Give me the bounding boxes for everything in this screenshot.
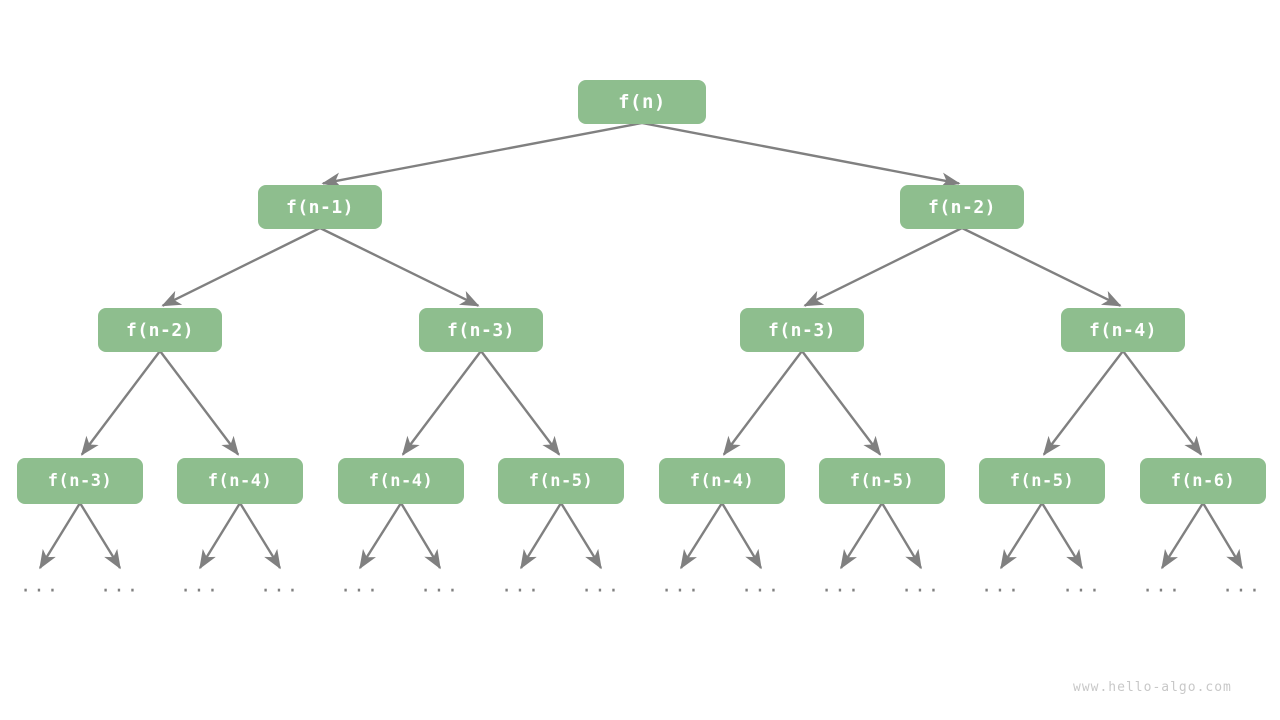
tree-node-n0: f(n) [578, 80, 706, 124]
watermark: www.hello-algo.com [1073, 680, 1232, 695]
tree-edge [161, 226, 321, 307]
tree-leaf-stub-edge [38, 502, 82, 570]
tree-leaf-stub-edge [1040, 502, 1084, 570]
tree-leaf-stub-edge [839, 502, 884, 570]
tree-edge [1122, 350, 1203, 456]
tree-leaf-stub-edge [519, 502, 563, 570]
tree-node-label: f(n-4) [1088, 319, 1158, 341]
tree-edge [641, 121, 961, 188]
ellipsis-marker: ... [1141, 574, 1183, 597]
ellipsis-marker: ... [980, 574, 1022, 597]
tree-edge [319, 226, 480, 307]
tree-edge [1042, 350, 1124, 456]
tree-node-label: f(n-3) [767, 319, 837, 341]
ellipsis-marker: ... [1221, 574, 1263, 597]
ellipsis-marker: ... [820, 574, 862, 597]
tree-node-n12: f(n-5) [819, 458, 945, 504]
tree-node-n5: f(n-3) [740, 308, 864, 352]
tree-node-label: f(n-2) [125, 319, 195, 341]
tree-node-n6: f(n-4) [1061, 308, 1185, 352]
tree-node-label: f(n-2) [927, 196, 997, 218]
tree-leaf-stub-edge [999, 502, 1044, 570]
tree-leaf-stub-edge [78, 502, 122, 570]
ellipsis-marker: ... [1061, 574, 1103, 597]
ellipsis-marker: ... [500, 574, 542, 597]
tree-leaf-stub-edge [1201, 502, 1244, 570]
tree-node-n13: f(n-5) [979, 458, 1105, 504]
tree-leaf-stub-edge [399, 502, 442, 570]
ellipsis-marker: ... [19, 574, 61, 597]
tree-node-label: f(n) [618, 91, 666, 113]
ellipsis-marker: ... [99, 574, 141, 597]
tree-node-n4: f(n-3) [419, 308, 543, 352]
tree-leaf-stub-edge [720, 502, 763, 570]
tree-node-label: f(n-3) [446, 319, 516, 341]
tree-node-n9: f(n-4) [338, 458, 464, 504]
ellipsis-marker: ... [419, 574, 461, 597]
tree-leaf-stub-edges [38, 502, 1244, 570]
tree-node-n11: f(n-4) [659, 458, 785, 504]
ellipsis-marker: ... [740, 574, 782, 597]
tree-leaf-stub-edge [358, 502, 403, 570]
tree-node-label: f(n-6) [1170, 471, 1236, 491]
ellipsis-marker: ... [339, 574, 381, 597]
tree-edge [803, 226, 963, 307]
tree-leaf-stub-edge [559, 502, 603, 570]
tree-leaf-stub-edge [198, 502, 242, 570]
tree-edge [722, 350, 803, 456]
tree-node-n10: f(n-5) [498, 458, 624, 504]
tree-node-label: f(n-4) [689, 471, 755, 491]
tree-leaf-stub-edge [880, 502, 923, 570]
tree-node-label: f(n-5) [1009, 471, 1075, 491]
tree-node-n1: f(n-1) [258, 185, 382, 229]
tree-node-n3: f(n-2) [98, 308, 222, 352]
tree-edge [480, 350, 561, 456]
tree-leaf-stub-edge [1160, 502, 1205, 570]
tree-edge [321, 121, 643, 188]
tree-node-n8: f(n-4) [177, 458, 303, 504]
tree-node-label: f(n-3) [47, 471, 113, 491]
tree-edge [801, 350, 882, 456]
tree-node-n7: f(n-3) [17, 458, 143, 504]
tree-edges [80, 121, 1203, 456]
tree-node-label: f(n-5) [849, 471, 915, 491]
tree-node-label: f(n-5) [528, 471, 594, 491]
tree-edge [401, 350, 482, 456]
tree-node-n14: f(n-6) [1140, 458, 1266, 504]
tree-edge [961, 226, 1122, 307]
ellipsis-marker: ... [660, 574, 702, 597]
ellipsis-marker: ... [179, 574, 221, 597]
ellipsis-marker: ... [900, 574, 942, 597]
tree-node-label: f(n-4) [207, 471, 273, 491]
ellipsis-marker: ... [259, 574, 301, 597]
tree-node-label: f(n-4) [368, 471, 434, 491]
ellipsis-marker: ... [580, 574, 622, 597]
tree-node-n2: f(n-2) [900, 185, 1024, 229]
tree-edge [159, 350, 240, 456]
tree-leaf-stub-edge [238, 502, 282, 570]
tree-node-label: f(n-1) [285, 196, 355, 218]
tree-edge [80, 350, 161, 456]
tree-leaf-stub-edge [679, 502, 724, 570]
